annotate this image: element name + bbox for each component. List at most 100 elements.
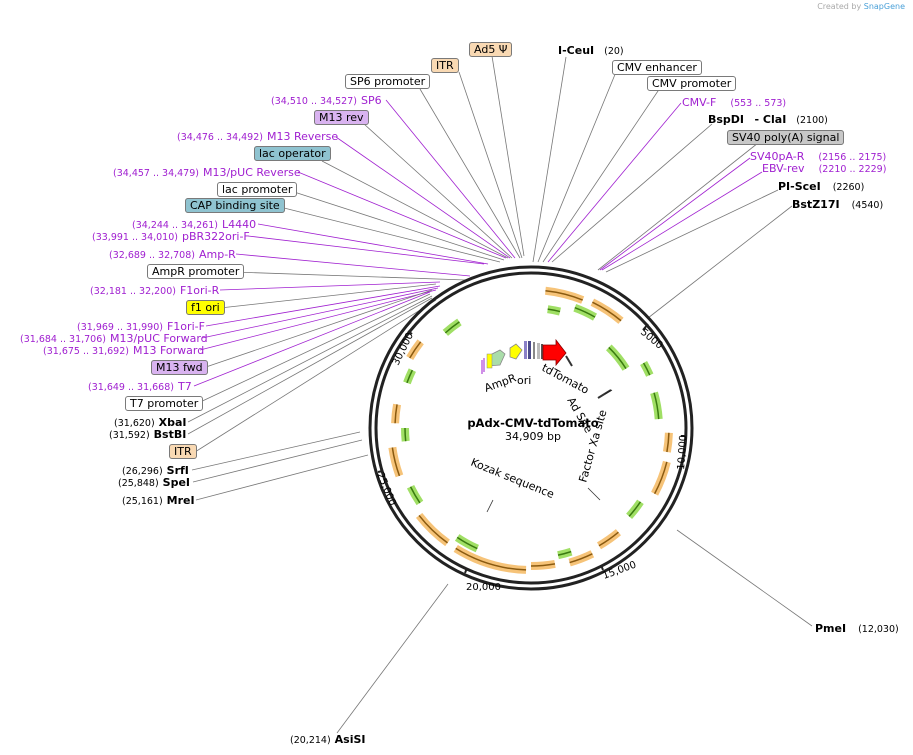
feature-arc-core xyxy=(406,369,414,384)
feature-arc-core xyxy=(530,563,556,567)
snapgene-brand: SnapGene xyxy=(863,2,905,11)
leader-line xyxy=(247,235,485,265)
leader-line xyxy=(547,102,682,263)
tick-marks xyxy=(377,323,686,574)
feature-arc-core xyxy=(455,547,527,571)
feature-label-itr-top[interactable]: ITR xyxy=(431,58,459,73)
leader-line xyxy=(335,136,511,259)
feature-arc-core xyxy=(666,432,670,453)
primer-label-pbr322ori-f[interactable]: (33,991 .. 34,010)pBR322ori-F xyxy=(92,230,250,243)
feature-arc-core xyxy=(404,427,407,442)
leader-lines xyxy=(187,55,813,734)
leader-line xyxy=(551,123,713,263)
snapgene-credit: Created by SnapGene xyxy=(817,2,905,11)
feature-arc-core xyxy=(547,308,561,313)
feature-label-itr-bottom[interactable]: ITR xyxy=(169,444,197,459)
feature-label-ampr-promoter[interactable]: AmpR promoter xyxy=(147,264,245,279)
leader-line xyxy=(257,223,489,265)
leader-line xyxy=(187,295,433,423)
inner-label-kozak: Kozak sequence xyxy=(469,456,556,501)
feature-arc-core xyxy=(394,404,398,424)
leader-line xyxy=(192,439,363,483)
ori-arrow xyxy=(509,343,523,360)
primer-label-m13-puc-reverse[interactable]: (34,457 .. 34,479)M13/pUC Reverse xyxy=(113,166,301,179)
enzyme-label-spei[interactable]: (25,848)SpeI xyxy=(118,476,191,489)
leader-line xyxy=(235,253,471,277)
feature-label-cmv-promoter[interactable]: CMV promoter xyxy=(647,76,737,91)
feature-arc-core xyxy=(569,553,593,564)
primer-label-amp-r[interactable]: (32,689 .. 32,708)Amp-R xyxy=(109,248,236,261)
feature-segment xyxy=(528,341,531,359)
feature-label-m13-fwd[interactable]: M13 fwd xyxy=(151,360,208,375)
feature-label-sv40-polya[interactable]: SV40 poly(A) signal xyxy=(727,130,845,145)
leader-line xyxy=(491,55,525,257)
enzyme-label-asisi[interactable]: (20,214)AsiSI xyxy=(290,733,366,746)
feature-arc-core xyxy=(642,362,651,376)
feature-segment xyxy=(537,343,540,359)
enzyme-label-mrei[interactable]: (25,161)MreI xyxy=(122,494,195,507)
leader-line xyxy=(193,291,431,387)
primer-label-m13-reverse[interactable]: (34,476 .. 34,492)M13 Reverse xyxy=(177,130,339,143)
enzyme-label-xbai[interactable]: (31,620)XbaI xyxy=(114,416,187,429)
leader-line xyxy=(187,297,433,435)
primer-label-ebv-rev[interactable]: EBV-rev(2210 .. 2229) xyxy=(762,162,887,175)
enzyme-label-pmei[interactable]: PmeI(12,030) xyxy=(815,622,899,635)
tdtomato-arrow xyxy=(542,338,567,367)
leader-line xyxy=(195,293,431,405)
feature-label-f1-ori[interactable]: f1 ori xyxy=(186,300,225,315)
plasmid-backbone-outer xyxy=(368,265,694,591)
feature-label-ad5-psi[interactable]: Ad5 Ψ xyxy=(469,42,513,57)
leader-line xyxy=(647,205,793,319)
enzyme-label-srfi[interactable]: (26,296)SrfI xyxy=(122,464,189,477)
leader-line xyxy=(205,285,441,327)
feature-label-cap-binding-site[interactable]: CAP binding site xyxy=(185,198,285,213)
enzyme-label-bstz17i[interactable]: BstZ17I(4540) xyxy=(792,198,884,211)
leader-line xyxy=(599,157,751,271)
leader-line xyxy=(202,289,433,369)
leader-line xyxy=(336,583,449,734)
enzyme-label-bspdi-clai[interactable]: BspDI - ClaI(2100) xyxy=(708,113,828,126)
feature-arc-core xyxy=(409,486,421,504)
leader-line xyxy=(195,454,369,501)
tick-label-10000: 10,000 xyxy=(676,435,689,471)
feature-arc-core xyxy=(557,550,572,556)
primer-label-t7[interactable]: (31,649 .. 31,668)T7 xyxy=(88,380,192,393)
enzyme-label-i-ceui[interactable]: I-CeuI(20) xyxy=(558,44,624,57)
feature-label-lac-operator[interactable]: lac operator xyxy=(254,146,331,161)
primer-label-l4440[interactable]: (34,244 .. 34,261)L4440 xyxy=(132,218,257,231)
leader-line xyxy=(676,529,813,627)
leader-line xyxy=(201,287,439,339)
feature-label-lac-promoter[interactable]: lac promoter xyxy=(217,182,298,197)
primer-label-f1ori-r[interactable]: (32,181 .. 32,200)F1ori-R xyxy=(90,284,220,297)
feature-arc-core xyxy=(653,461,668,495)
feature-label-sp6-promoter[interactable]: SP6 promoter xyxy=(345,74,431,89)
primer-label-sv40pa-r[interactable]: SV40pA-R(2156 .. 2175) xyxy=(750,150,887,163)
feature-arc-core xyxy=(418,514,448,544)
plasmid-name: pAdx-CMV-tdTomato xyxy=(467,416,598,430)
leader-line xyxy=(194,299,437,453)
leader-line xyxy=(199,289,437,351)
feature-arc-core xyxy=(391,447,401,477)
feature-arc-core xyxy=(653,392,660,420)
primer-label-sp6[interactable]: (34,510 .. 34,527)SP6 xyxy=(271,94,382,107)
feature-arcs xyxy=(388,286,673,574)
leader-line xyxy=(287,189,505,261)
enzyme-label-pi-scei[interactable]: PI-SceI(2260) xyxy=(778,180,865,193)
feature-arc-core xyxy=(545,290,583,301)
leader-line xyxy=(537,71,617,263)
feature-label-cmv-enhancer[interactable]: CMV enhancer xyxy=(612,60,702,75)
primer-label-f1ori-f[interactable]: (31,969 .. 31,990)F1ori-F xyxy=(77,320,205,333)
feature-arc-core xyxy=(574,307,596,318)
feature-label-m13-rev[interactable]: M13 rev xyxy=(314,110,369,125)
feature-label-t7-promoter[interactable]: T7 promoter xyxy=(125,396,204,411)
leader-line xyxy=(219,281,441,291)
inner-label-tdtomato: tdTomato xyxy=(540,361,592,397)
feature-arc-core xyxy=(598,531,619,547)
primer-label-m13-puc-forward[interactable]: (31,684 .. 31,706)M13/pUC Forward xyxy=(20,332,208,345)
feature-cluster-top xyxy=(481,338,613,399)
primer-label-m13-forward[interactable]: (31,675 .. 31,692)M13 Forward xyxy=(43,344,205,357)
enzyme-label-bstbi[interactable]: (31,592)BstBI xyxy=(109,428,187,441)
primer-label-cmv-f[interactable]: CMV-F(553 .. 573) xyxy=(682,96,787,109)
leader-line xyxy=(605,189,779,273)
leader-line xyxy=(233,271,467,281)
